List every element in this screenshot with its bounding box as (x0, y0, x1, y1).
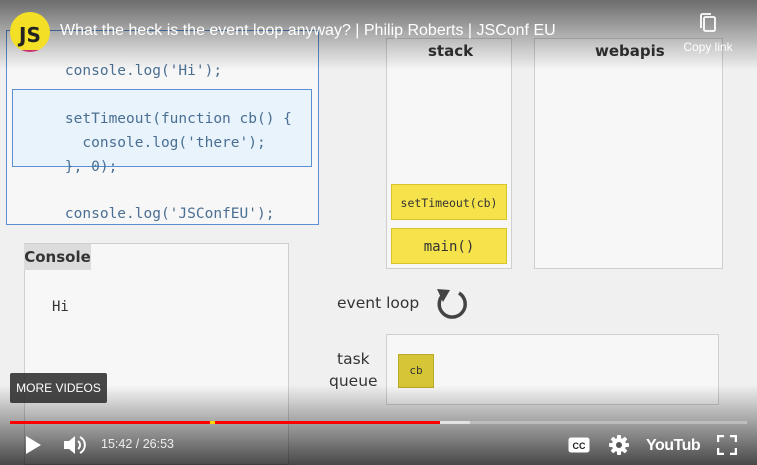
time-separator: / (132, 437, 143, 451)
settings-button[interactable] (605, 432, 633, 458)
youtube-logo-icon: YouTube (646, 437, 710, 454)
code-line-3-text: console.log('there'); (64, 135, 266, 151)
highlighted-code-block (12, 89, 312, 167)
gear-icon (609, 435, 629, 455)
cc-icon: CC (568, 437, 590, 453)
video-title[interactable]: What the heck is the event loop anyway? … (60, 22, 556, 39)
code-line-2-text: setTimeout(function cb() { (64, 111, 292, 127)
captions-button[interactable]: CC (565, 432, 593, 458)
bottom-gradient (0, 385, 757, 465)
console-output: Hi (52, 299, 69, 315)
volume-icon (64, 436, 86, 454)
time-display: 15:42 / 26:53 (101, 437, 174, 451)
progress-bar[interactable] (10, 421, 747, 424)
loop-arrow-icon (437, 289, 467, 319)
chapter-marker (210, 421, 215, 424)
code-line-4-text: }, 0); (64, 159, 118, 175)
top-gradient (0, 0, 757, 70)
task-queue-label-line1: task (337, 350, 370, 368)
fullscreen-button[interactable] (713, 432, 741, 458)
time-total: 26:53 (142, 437, 174, 451)
event-loop-label: event loop (337, 294, 420, 312)
copy-link-button[interactable]: Copy link (676, 12, 740, 54)
code-line-5: console.log('JSConfEU'); (30, 190, 275, 238)
more-videos-button[interactable]: MORE VIDEOS (10, 373, 107, 403)
stack-frame-settimeout: setTimeout(cb) (391, 184, 507, 220)
progress-played (10, 421, 441, 424)
youtube-logo[interactable]: YouTube (646, 434, 710, 456)
webapis-panel (534, 38, 723, 269)
mute-button[interactable] (60, 432, 88, 458)
avatar-badge: JS (20, 50, 50, 52)
code-line-4: }, 0); (30, 143, 117, 191)
channel-avatar[interactable]: JS JS (10, 12, 50, 52)
stack-frame-main: main() (391, 228, 507, 264)
play-button[interactable] (19, 432, 47, 458)
code-line-2: setTimeout(function cb() { (30, 95, 292, 143)
copy-icon (700, 13, 716, 32)
fullscreen-icon (717, 435, 737, 455)
svg-text:YouTube: YouTube (646, 437, 700, 454)
copy-link-label: Copy link (683, 40, 733, 54)
avatar-text-top: JS (19, 23, 41, 47)
task-queue-item-cb: cb (398, 354, 434, 388)
code-line-5-text: console.log('JSConfEU'); (64, 206, 275, 222)
play-icon (26, 436, 41, 454)
time-current: 15:42 (101, 437, 133, 451)
svg-text:CC: CC (573, 441, 586, 451)
console-title: Console (24, 244, 91, 270)
code-line-3: console.log('there'); (30, 119, 266, 167)
